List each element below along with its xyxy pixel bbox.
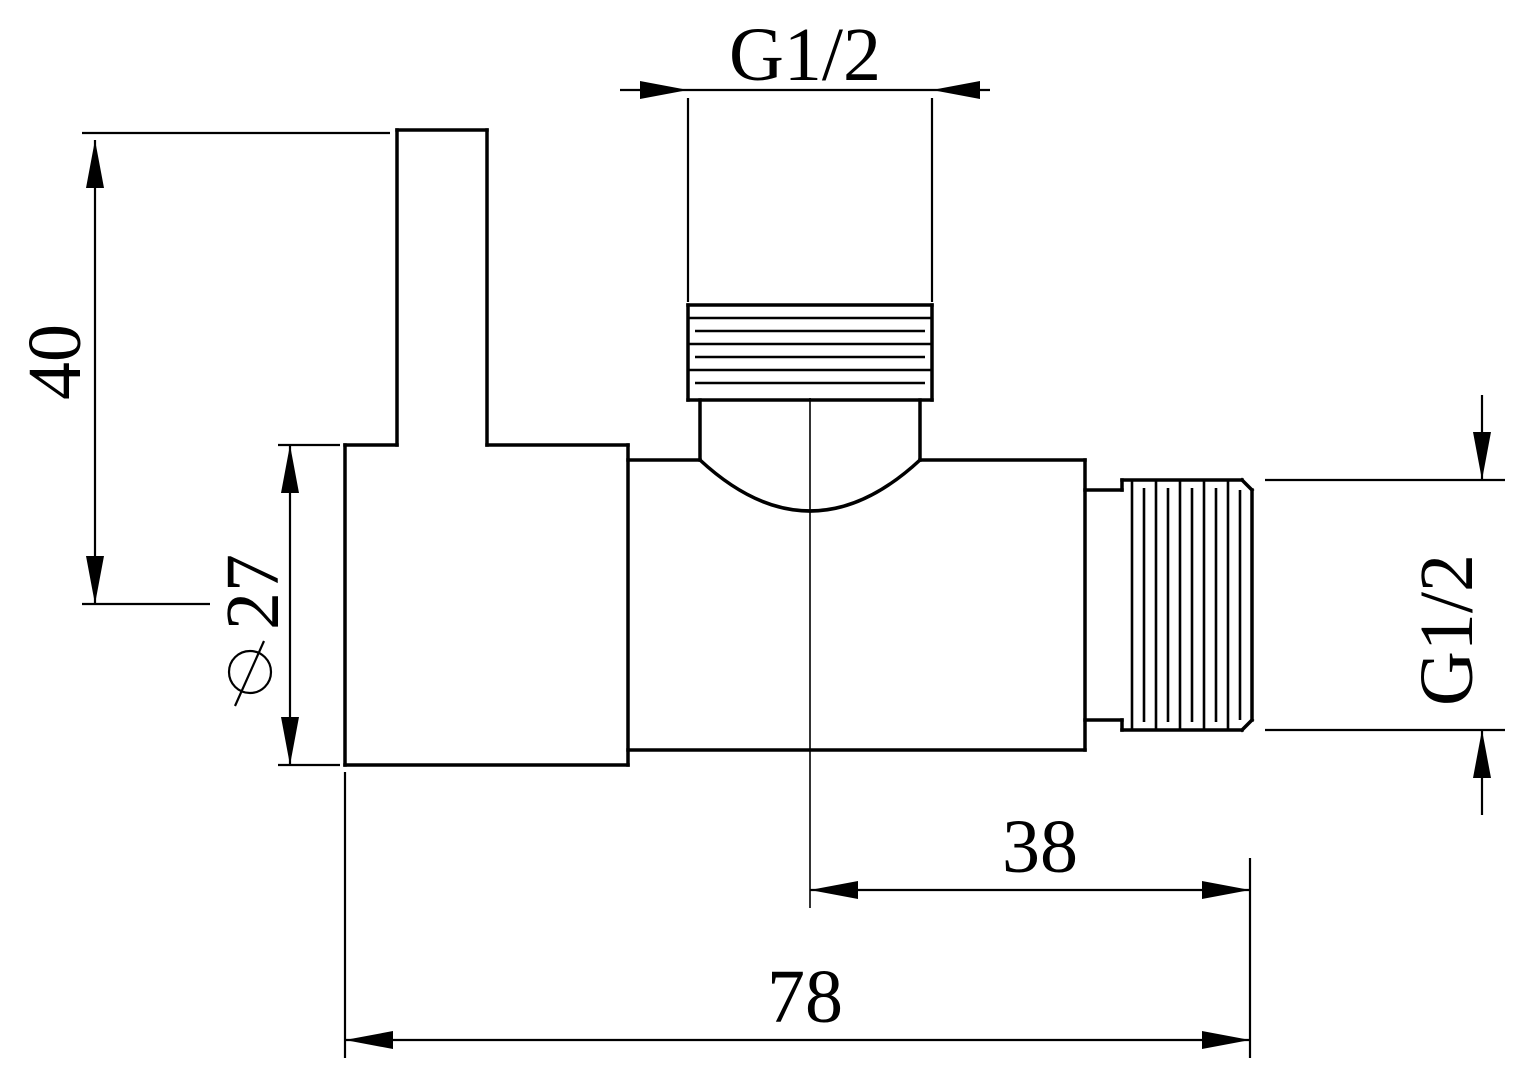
dimension-body-diameter: 27 (211, 443, 340, 767)
dimension-top-thread: G1/2 (620, 13, 990, 302)
dimension-side-thread: G1/2 (1265, 395, 1505, 815)
diameter-symbol (227, 640, 273, 707)
valve-body-block (343, 443, 630, 767)
outlet-offset-label: 38 (1002, 805, 1078, 889)
dimension-overall-length: 78 (343, 772, 1250, 1058)
arrowhead-up (1473, 730, 1491, 778)
side-threaded-port (1083, 477, 1255, 733)
valve-outline (343, 128, 1255, 908)
valve-handle-stem (395, 128, 489, 447)
top-thread-label: G1/2 (729, 13, 881, 97)
arrowhead-left (345, 1031, 393, 1049)
arrowhead-left (932, 81, 980, 99)
arrowhead-down (1473, 432, 1491, 480)
top-thread-crest-lines (688, 316, 932, 385)
dimension-handle-height: 40 (13, 131, 390, 606)
arrowhead-up (281, 445, 299, 493)
valve-middle-section (626, 457, 1087, 752)
overall-length-label: 78 (767, 955, 843, 1039)
arrowhead-down (86, 556, 104, 604)
handle-height-label: 40 (13, 324, 97, 400)
arrowhead-up (86, 140, 104, 188)
side-thread-crest-lines (1130, 480, 1242, 730)
body-diameter-label: 27 (211, 554, 295, 630)
diameter-symbol-slash (233, 640, 266, 707)
diameter-symbol-circle (227, 649, 273, 695)
side-thread-label: G1/2 (1405, 554, 1489, 706)
arrowhead-left (810, 881, 858, 899)
arrowhead-down (281, 717, 299, 765)
arrowhead-right (640, 81, 688, 99)
arrowhead-right (1202, 1031, 1250, 1049)
dimension-outlet-offset: 38 (810, 805, 1252, 1058)
arrowhead-right (1202, 881, 1250, 899)
